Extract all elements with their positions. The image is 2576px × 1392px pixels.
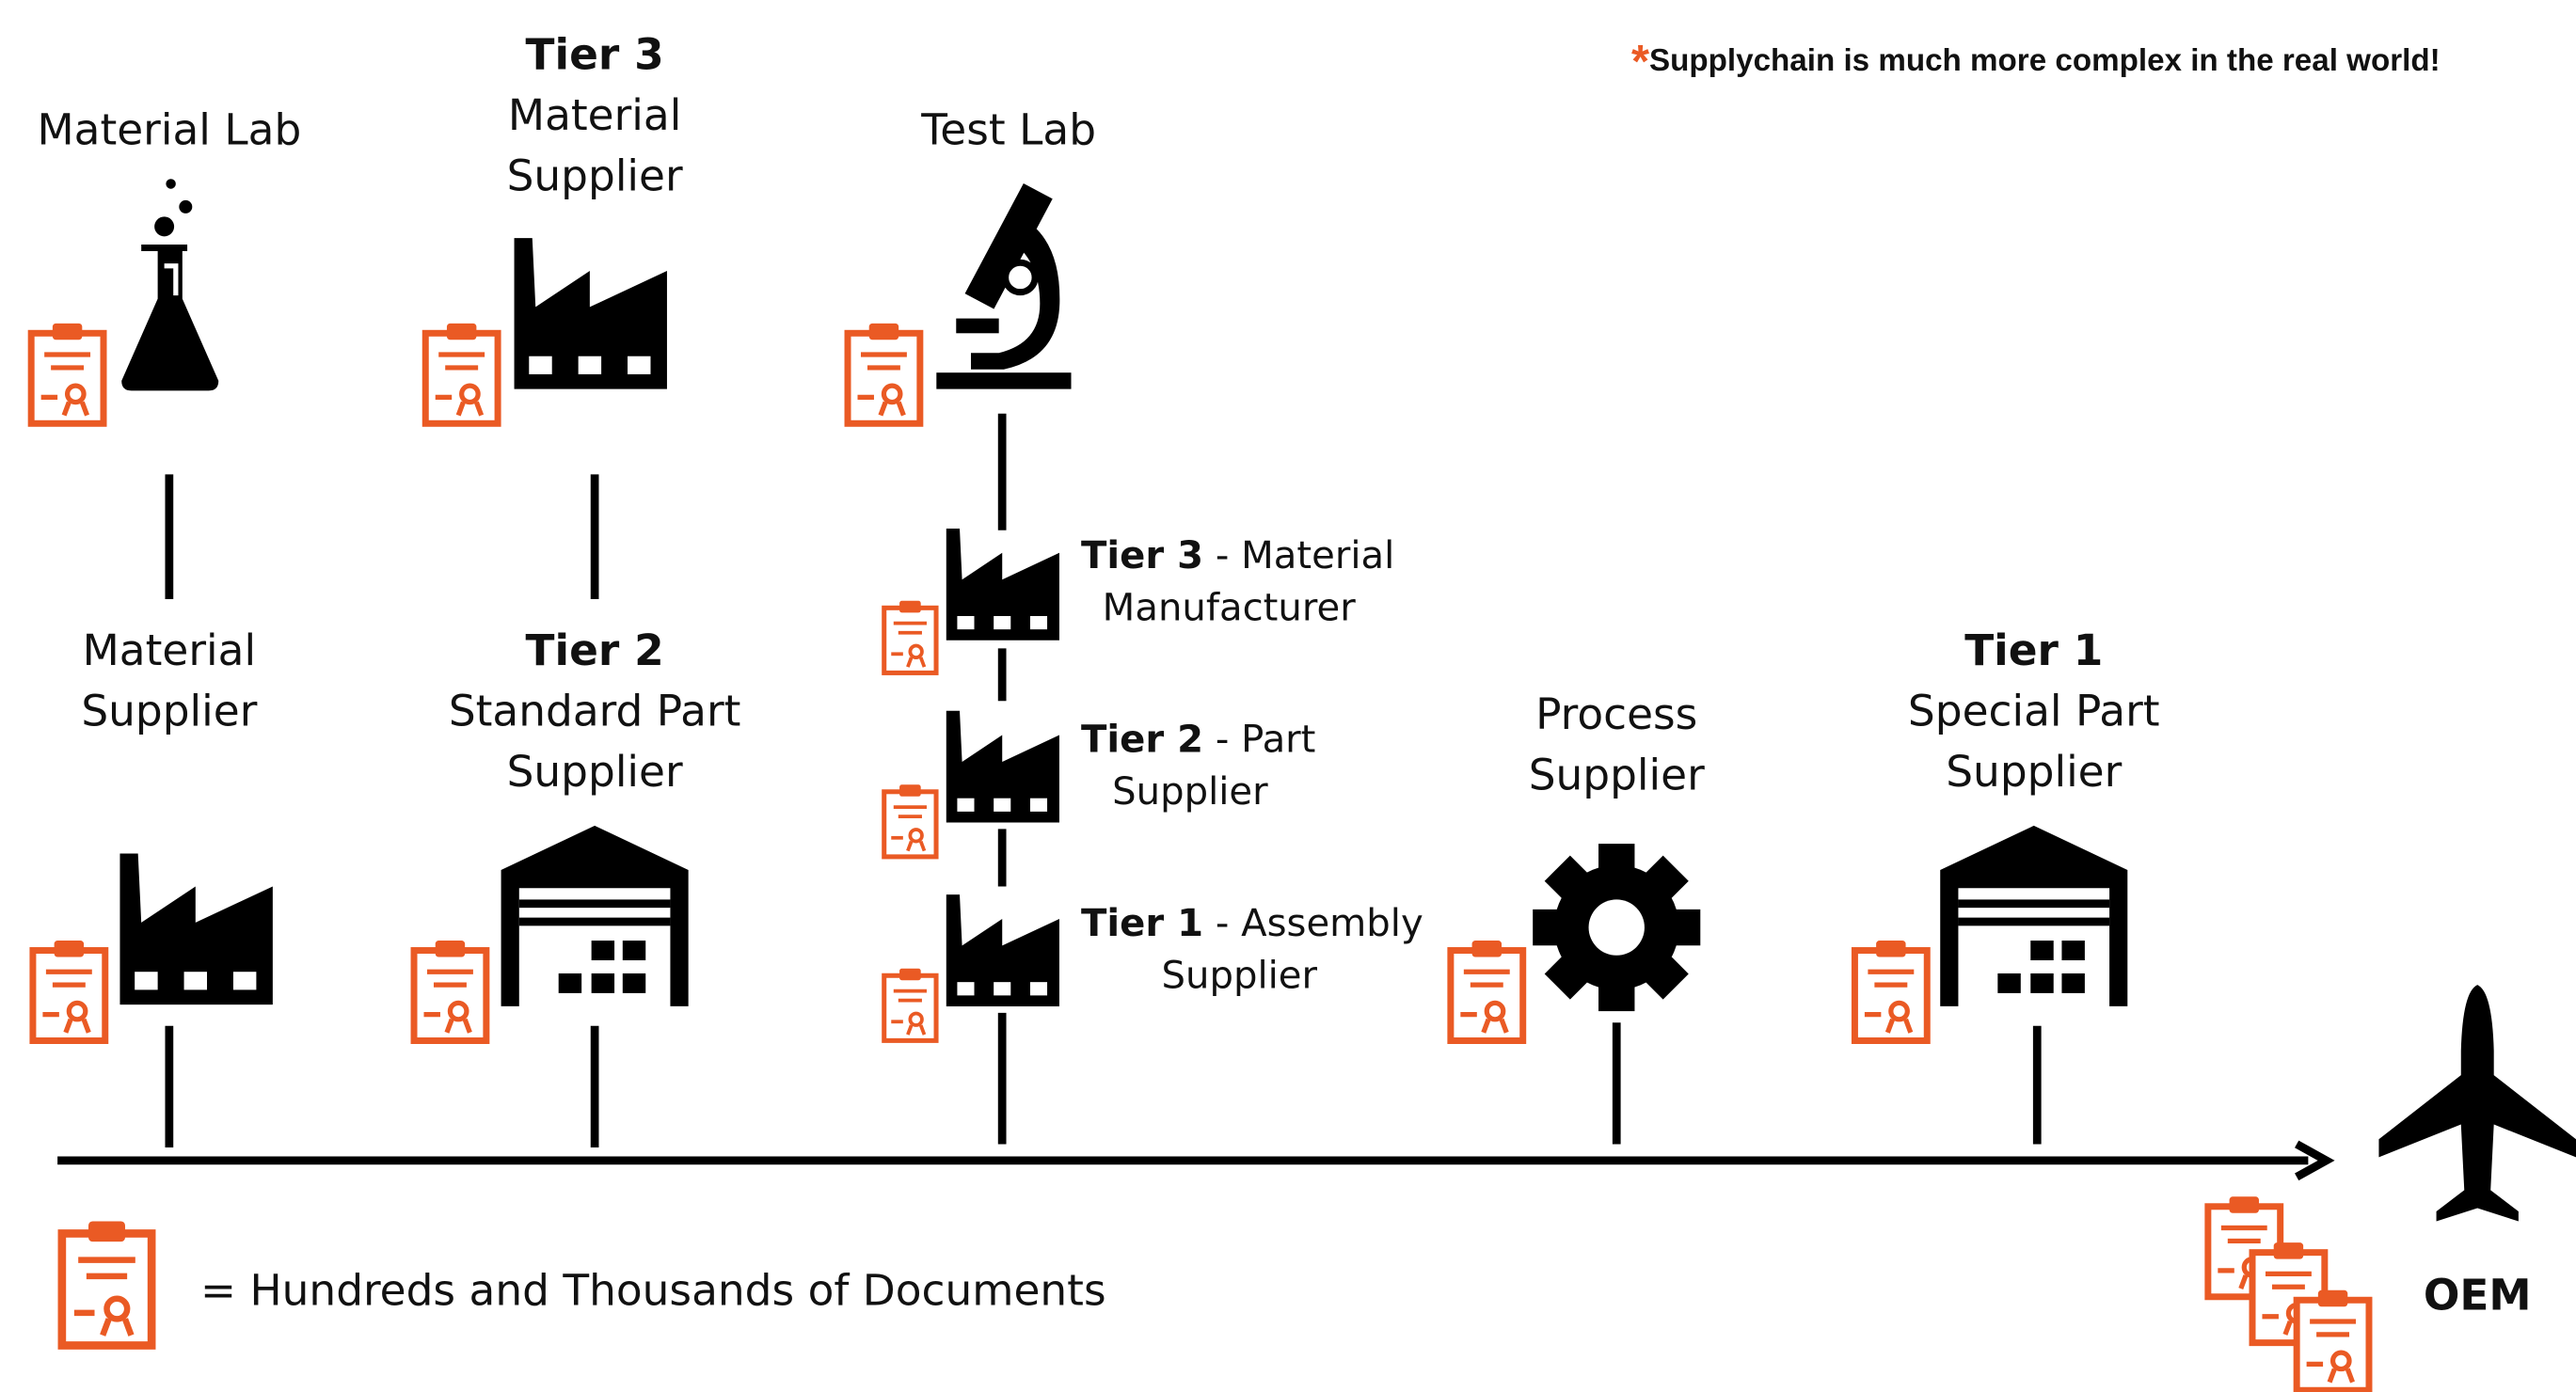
flask-icon	[121, 179, 219, 391]
tier3-material-manufacturer-label: Tier 3 - Material Manufacturer	[1080, 534, 1395, 631]
tier2-standard-part-supplier-label: Tier 2 Standard Part Supplier	[448, 626, 741, 799]
test-lab-label: Test Lab	[921, 106, 1097, 156]
factory-icon	[514, 238, 667, 389]
certificate-document-icon	[1451, 941, 1523, 1040]
certificate-document-icon	[1854, 941, 1927, 1040]
certificate-document-icon	[848, 324, 920, 423]
tier1-special-part-supplier-label: Tier 1 Special Part Supplier	[1907, 626, 2160, 799]
warehouse-icon	[1940, 825, 2128, 1006]
certificate-document-icon	[2297, 1290, 2369, 1390]
material-lab-label: Material Lab	[37, 106, 302, 156]
certificate-document-icon	[425, 324, 498, 423]
warehouse-icon	[501, 825, 689, 1006]
factory-icon	[946, 528, 1059, 641]
certificate-document-icon	[31, 324, 103, 423]
airplane-icon	[2378, 985, 2576, 1222]
material-supplier-label: Material Supplier	[81, 626, 258, 737]
certificate-document-icon	[884, 601, 936, 673]
gear-icon	[1533, 844, 1701, 1012]
tier1-assembly-supplier-label: Tier 1 - Assembly Supplier	[1080, 902, 1423, 999]
factory-icon	[946, 710, 1059, 823]
certificate-document-icon	[62, 1221, 151, 1345]
oem-label: OEM	[2423, 1272, 2532, 1321]
tier3-material-supplier-label: Tier 3 Material Supplier	[506, 31, 683, 202]
tier2-part-supplier-label: Tier 2 - Part Supplier	[1080, 719, 1316, 815]
process-supplier-label: Process Supplier	[1528, 690, 1705, 801]
certificate-document-icon	[414, 941, 486, 1040]
factory-icon	[946, 894, 1059, 1006]
complexity-note: *Supplychain is much more complex in the…	[1630, 36, 2441, 87]
connectors	[165, 413, 2042, 1147]
certificate-document-icon	[884, 969, 936, 1041]
certificate-document-icon	[884, 784, 936, 857]
factory-icon	[119, 853, 273, 1005]
legend-text: = Hundreds and Thousands of Documents	[200, 1267, 1106, 1317]
microscope-icon	[936, 183, 1072, 389]
certificate-document-icon	[33, 941, 105, 1040]
